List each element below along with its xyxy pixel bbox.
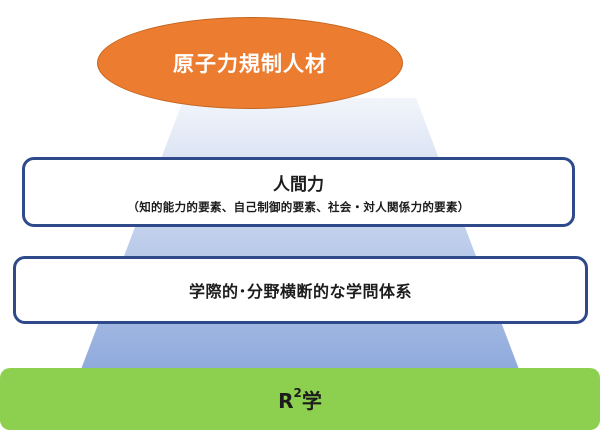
r2-base-bar: R2学 — [0, 368, 600, 430]
base-suffix: 学 — [301, 388, 322, 413]
interdisciplinary-title: 学際的･分野横断的な学問体系 — [188, 282, 412, 301]
interdisciplinary-box: 学際的･分野横断的な学問体系 — [13, 256, 588, 324]
ellipse-label: 原子力規制人材 — [173, 52, 327, 76]
base-label: R2学 — [278, 385, 322, 414]
base-exponent: 2 — [293, 385, 302, 400]
human-skills-box: 人間力 （知的能力的要素、自己制御的要素、社会・対人関係力的要素） — [22, 157, 575, 227]
human-skills-subtitle: （知的能力的要素、自己制御的要素、社会・対人関係力的要素） — [127, 199, 470, 214]
human-skills-title: 人間力 — [273, 174, 324, 195]
nuclear-regulation-personnel-ellipse: 原子力規制人材 — [97, 17, 403, 109]
base-letter: R — [278, 388, 294, 413]
